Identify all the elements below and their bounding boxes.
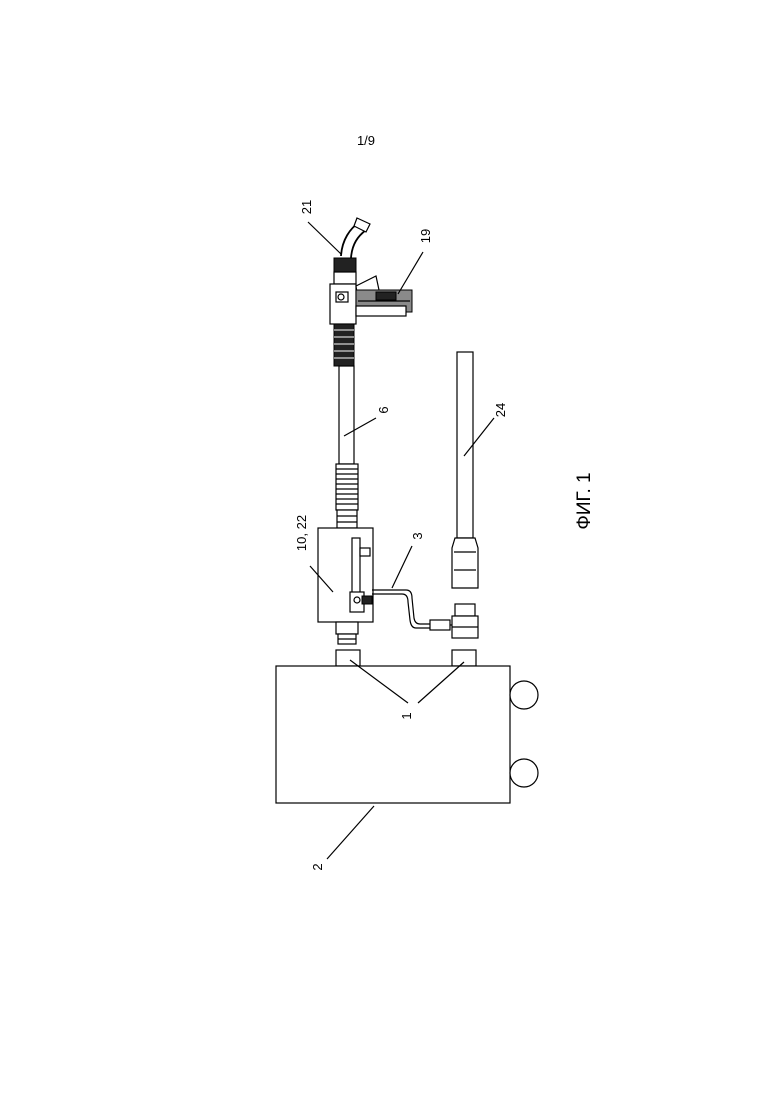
page-number: 1/9 [357,133,375,148]
label-19: 19 [418,229,433,243]
wheel-bottom [510,759,538,787]
label-1: 1 [399,712,414,719]
power-source [276,650,538,803]
hose-package [336,366,358,528]
wheel-top [510,681,538,709]
label-24: 24 [493,403,508,417]
label-3: 3 [410,532,425,539]
label-2: 2 [310,863,325,870]
label-6: 6 [376,406,391,413]
adapter-unit [318,528,373,644]
power-cable [452,352,478,638]
hose-bellows [336,464,358,510]
power-source-housing [276,666,510,803]
figure-caption: ФИГ. 1 [574,472,595,529]
label-10-22: 10, 22 [294,515,309,551]
label-21: 21 [299,200,314,214]
control-cable [372,590,456,630]
socket-left [336,650,360,666]
socket-right [452,650,476,666]
